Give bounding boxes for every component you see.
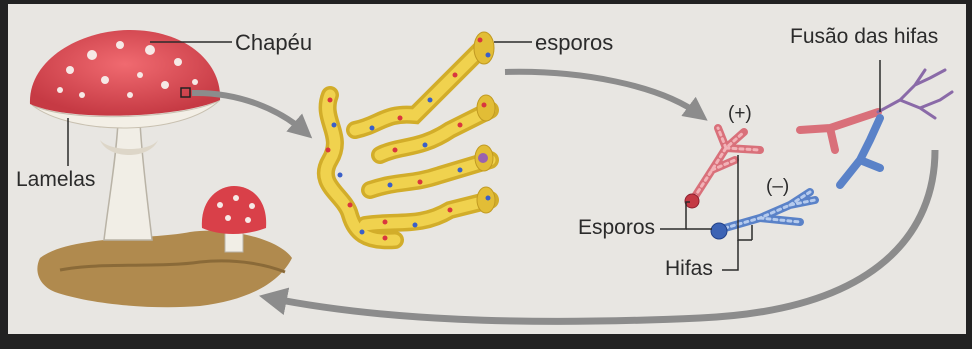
label-hifas: Hifas	[665, 257, 713, 281]
label-lamelas: Lamelas	[16, 168, 95, 192]
label-plus: (+)	[728, 103, 752, 125]
label-esporos-bottom: Esporos	[578, 216, 655, 240]
label-chapeu: Chapéu	[235, 30, 312, 56]
label-fusao-das-hifas: Fusão das hifas	[790, 25, 938, 49]
label-minus: (–)	[766, 176, 789, 198]
label-esporos-top: esporos	[535, 30, 613, 56]
